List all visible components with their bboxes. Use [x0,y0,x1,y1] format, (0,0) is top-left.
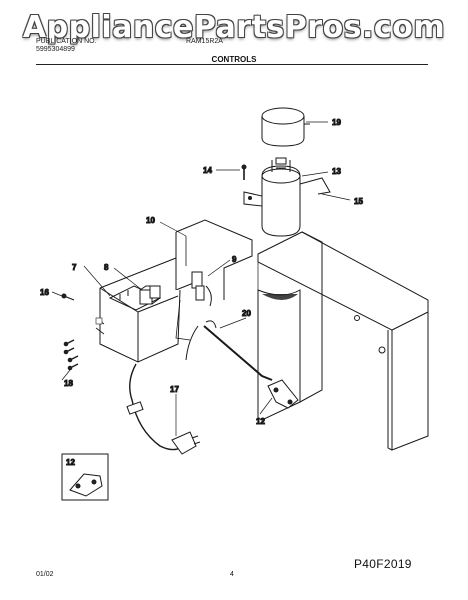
callout-18: 18 [64,379,73,388]
callout-7: 7 [72,263,77,272]
header-rule [36,64,428,65]
figure-code: P40F2019 [354,557,412,571]
model-number: RAM15R2A [186,38,223,45]
bracket-12 [267,379,299,409]
callout-16: 16 [40,288,49,297]
control-box [99,219,253,363]
publication-label: PUBLICATION NO. [36,38,97,45]
publication-number: 5995304899 [36,46,75,53]
callout-14: 14 [203,166,212,175]
callout-19: 19 [332,118,341,127]
inset-part-12 [61,453,109,501]
housing-panel [257,231,429,451]
callout-12: 12 [256,417,265,426]
sensor-tube [185,320,273,381]
watermark: AppliancePartsPros.com [22,10,446,45]
capacitor-cover [261,107,310,147]
callout-12-inset: 12 [66,458,75,467]
callout-10: 10 [146,216,155,225]
callout-9: 9 [232,255,237,264]
screw-16 [61,293,75,301]
power-cord [126,363,201,455]
screw-14 [241,164,247,180]
section-title: CONTROLS [211,55,257,64]
page-number: 4 [230,571,234,578]
callout-17: 17 [170,385,179,394]
screws [63,317,105,371]
callout-13: 13 [332,167,341,176]
leader-lines [51,121,351,436]
callout-8: 8 [104,263,109,272]
footer-date: 01/02 [36,571,54,578]
callout-15: 15 [354,197,363,206]
callout-20: 20 [242,309,251,318]
capacitor [243,157,331,237]
